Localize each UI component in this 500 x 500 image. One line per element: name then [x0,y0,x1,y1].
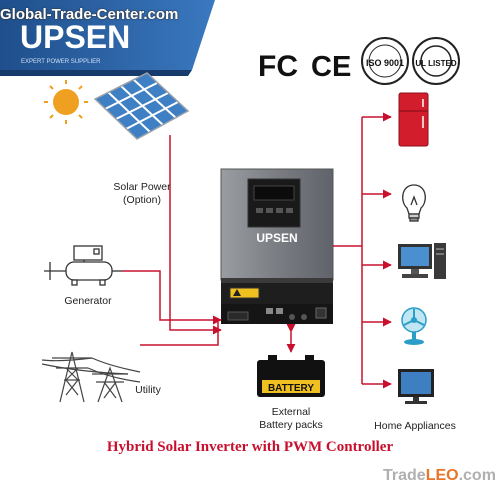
ul-logo: UL LISTED [412,37,460,85]
sun-icon [44,80,88,124]
fcc-text: FC [258,50,298,83]
refrigerator-icon [398,92,429,147]
tradeleo-logo: TradeLEO.com [383,467,496,485]
tradeleo-part3: .com [458,467,496,484]
tradeleo-part2: LEO [425,467,459,484]
solar-label: Solar Power (Option) [92,181,192,207]
generator-icon [44,245,122,286]
battery-icon [257,355,325,397]
ul-text: UL LISTED [415,59,456,68]
solar-panel-icon [93,72,190,140]
lightbulb-icon [402,184,426,222]
diagram-caption: Hybrid Solar Inverter with PWM Controlle… [106,439,394,455]
solar-label-line2: (Option) [123,194,161,206]
ce-text: CE [311,51,351,83]
television-icon [398,369,434,404]
inverter-unit [220,168,334,324]
utility-tower-icon [41,351,141,403]
computer-icon [398,243,446,279]
battery-label-line1: External [271,406,311,418]
utility-label: Utility [135,384,161,396]
brand-tagline: EXPERT POWER SUPPLIER [21,59,101,65]
appliances-label: Home Appliances [374,420,456,432]
solar-label-line1: Solar Power [113,181,171,193]
watermark: Global-Trade-Center.com [0,6,179,23]
battery-label: External Battery packs [245,406,337,432]
brand-name: UPSEN [20,19,130,55]
iso-text: ISO 9001 [366,58,404,68]
iso-9001-logo: ISO 9001 [361,37,409,85]
generator-label: Generator [64,295,112,307]
battery-label-line2: Battery packs [259,419,323,431]
inverter-brand: UPSEN [256,231,297,245]
fan-icon [401,307,427,345]
fcc-logo: FC [258,50,298,83]
wiring [122,112,392,389]
battery-box-label: BATTERY [268,383,314,394]
tradeleo-part1: Trade [383,467,426,484]
ce-logo: CE [311,51,351,83]
